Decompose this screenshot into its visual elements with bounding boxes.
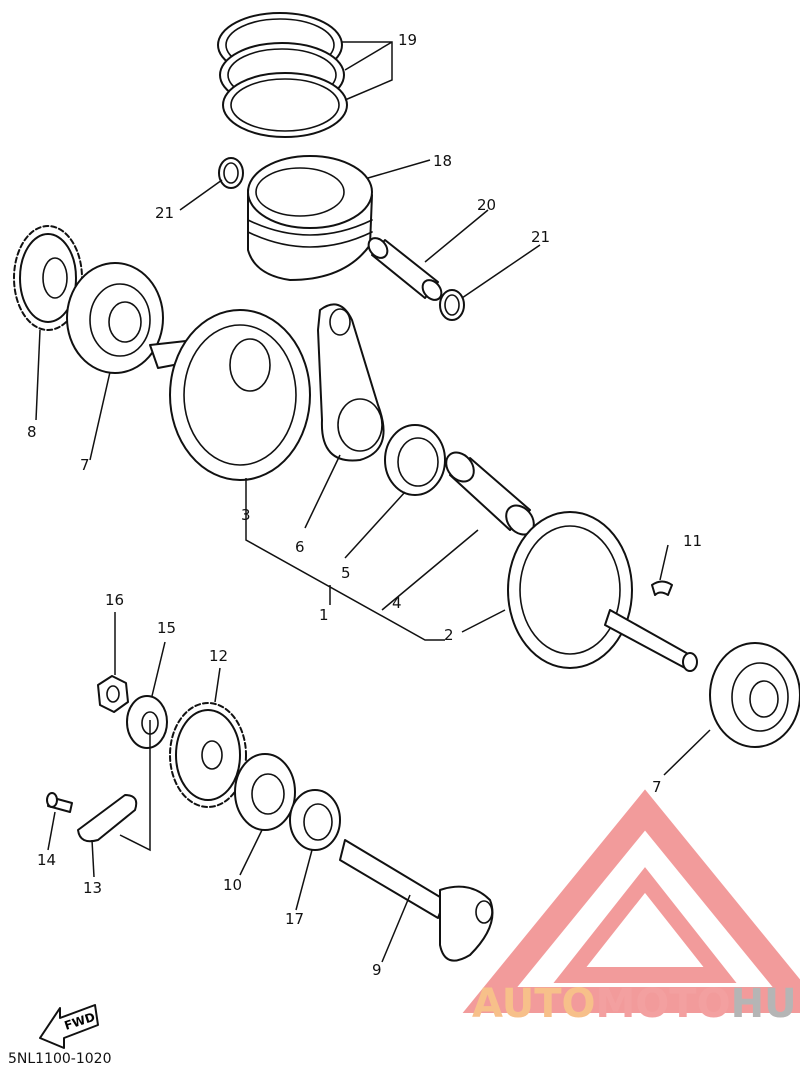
balancer-bearing — [234, 753, 296, 831]
diagram-code: 5NL1100-1020 — [8, 1051, 112, 1067]
callout-18: 18 — [433, 152, 452, 170]
callout-3: 3 — [241, 506, 251, 524]
balancer-needle-bearing — [289, 789, 341, 851]
crank-bearing-left — [66, 262, 164, 374]
callout-numbers: 19 18 21 20 21 8 7 3 6 5 1 4 11 2 16 15 … — [27, 31, 702, 979]
callout-8: 8 — [27, 423, 37, 441]
circlip-right — [439, 289, 465, 321]
callout-20: 20 — [477, 196, 496, 214]
primary-drive-gear — [13, 225, 83, 331]
watermark-logo — [462, 789, 800, 1013]
callout-17: 17 — [285, 910, 304, 928]
callout-4: 4 — [392, 594, 402, 612]
callout-15: 15 — [157, 619, 176, 637]
callout-6: 6 — [295, 538, 305, 556]
callout-14: 14 — [37, 851, 56, 869]
balancer-gear — [169, 702, 247, 808]
watermark-moto: MOTO — [596, 981, 731, 1027]
leader-lines — [35, 41, 711, 963]
piston — [247, 155, 373, 281]
nut — [97, 675, 129, 713]
callout-1: 1 — [319, 606, 329, 624]
lock-washer — [126, 695, 168, 749]
piston-pin — [367, 237, 443, 301]
balancer-shaft — [339, 839, 494, 962]
callout-21: 21 — [155, 204, 174, 222]
crank-web-left — [149, 309, 311, 481]
crank-pin — [445, 451, 535, 536]
balancer-plate — [77, 794, 138, 843]
callout-11: 11 — [683, 532, 702, 550]
callout-9: 9 — [372, 961, 382, 979]
big-end-bearing — [384, 424, 446, 496]
callout-19: 19 — [398, 31, 417, 49]
callout-16: 16 — [105, 591, 124, 609]
callout-5: 5 — [341, 564, 351, 582]
callout-7: 7 — [80, 456, 90, 474]
crank-bearing-right — [709, 642, 800, 748]
callout-2: 2 — [444, 626, 454, 644]
watermark-hub: HUB — [731, 981, 800, 1027]
connecting-rod — [317, 303, 385, 462]
callout-12: 12 — [209, 647, 228, 665]
woodruff-key — [651, 580, 673, 596]
watermark-auto: AUTO — [472, 981, 596, 1027]
callout-21: 21 — [531, 228, 550, 246]
callout-7: 7 — [652, 778, 662, 796]
watermark-text: AUTOMOTOHUB — [472, 981, 800, 1027]
piston-rings — [217, 12, 348, 138]
callout-13: 13 — [83, 879, 102, 897]
bolt — [46, 792, 73, 813]
crank-web-right — [507, 511, 698, 672]
fwd-arrow: FWD — [39, 1004, 99, 1049]
circlip-left — [218, 157, 244, 189]
callout-10: 10 — [223, 876, 242, 894]
